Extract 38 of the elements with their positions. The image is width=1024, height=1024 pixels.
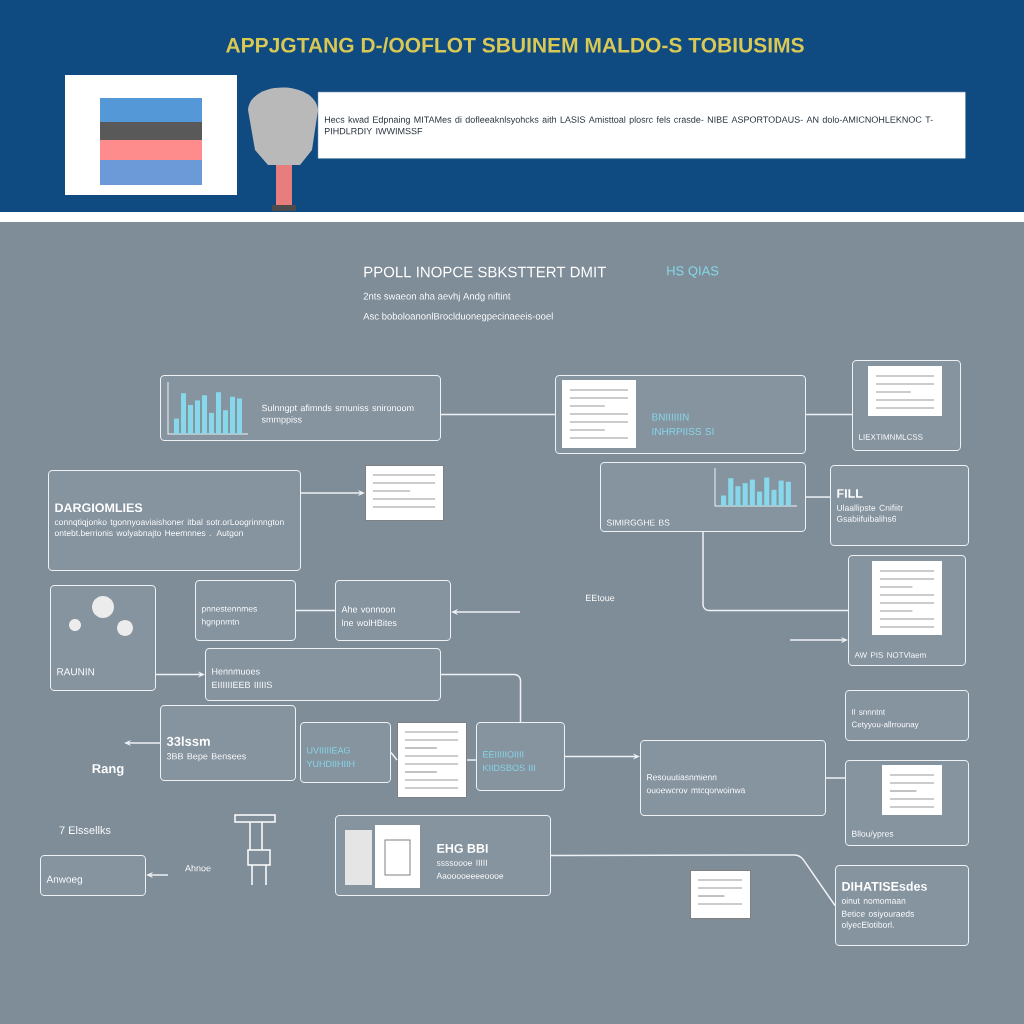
- connector-line: [702, 531, 849, 612]
- connector-line: [295, 609, 336, 612]
- connector-line: [805, 413, 853, 416]
- section-heading: PPOLL INOPCE SBKSTTERT DMIT: [364, 266, 606, 278]
- side-label: Rang: [92, 764, 124, 776]
- document-picture: [365, 465, 444, 521]
- intro-text: 2nts swaeon aha aevhj Andg niftint: [363, 292, 511, 302]
- device-label: Ahnoe: [185, 864, 211, 872]
- info-panel: FILL Ulaallipste Cnifiitr Gsabiifuibalihs6: [830, 465, 969, 546]
- panel-label: EEtoue: [586, 594, 615, 602]
- text-panel: Anwoeg: [40, 855, 146, 896]
- text-panel: Il snnntnt Cetyyou-allrrounay: [845, 690, 969, 741]
- connector-line: [440, 413, 556, 416]
- text-panel: UVIIIIIEAG YUHDIIHIIH: [300, 722, 391, 783]
- connector-line: [390, 751, 398, 761]
- section-subheading: HS QIAS: [667, 266, 719, 278]
- text-panel: Hennmuoes EIIIIIIEEB IIIIIS: [205, 648, 441, 701]
- text-panel: pnnestennmes hgnpnmtn: [195, 580, 296, 641]
- info-panel: DIHATISEsdes oinut nomomaan Betice osiyouraeds olyecElotiborl.: [835, 865, 969, 946]
- title: APPJGTANG D-/OOFLOT SBUINEM MALDO-S TOBIUSIMS: [226, 37, 804, 53]
- description-banner: Hecs kwad Edpnaing MITAMes di dofleeaknlsyohcks aith LASIS Amisttoal plosrc fels crasde- NIBE ASPORTODAUS- AN dolo-AMICNOHLEKNOC T- PIHDLRDIY IWWIMSSF: [318, 92, 966, 159]
- chart-panel: SIMIRGGHE BS: [600, 462, 806, 533]
- chart-panel: Sulnngpt afimnds srnuniss snironoom smmppiss: [160, 375, 441, 441]
- connector-line: [550, 854, 836, 907]
- icon-panel: RAUNIN: [50, 585, 156, 691]
- connector-line: [825, 777, 846, 779]
- intro-text: Asc boboloanonlBroclduonegpecinaeeis-ooel: [363, 312, 553, 322]
- text-panel: EEIIIIIOIIII KIIDSBOS III: [476, 722, 565, 791]
- document-picture: [690, 870, 751, 919]
- text-panel: 33lssm 3BB Bepe Bensees: [160, 705, 296, 781]
- text-panel: Ahe vonnoon lne wolHBites: [335, 580, 451, 641]
- connector-line: [466, 759, 477, 761]
- connector-line: [805, 496, 831, 498]
- text-panel: Resouutiasnmienn ouoewcrov mtcqorwoinwa: [640, 740, 826, 816]
- connector-line: [440, 673, 522, 723]
- side-label: 7 Elssellks: [59, 825, 111, 835]
- info-panel: DARGIOMLIES connqtiqjonko tgonnyoaviaishoner itbal sotr.orLoogrinnngton ontebt.berrionis wolyabnajto Heemnnes . Autgon: [48, 470, 301, 571]
- document-picture: [397, 722, 467, 798]
